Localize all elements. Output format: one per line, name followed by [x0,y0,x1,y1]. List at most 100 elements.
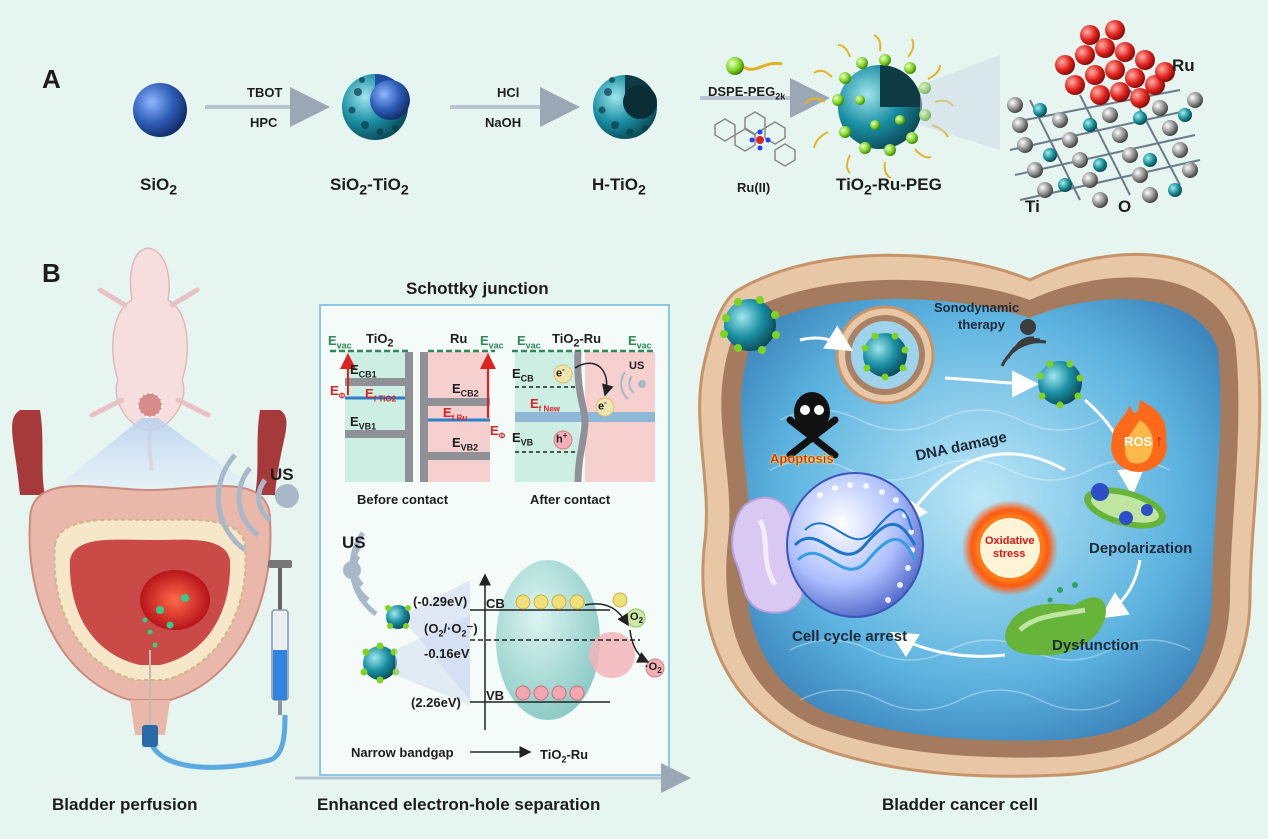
ef-tio2-text: E [365,386,374,401]
oxidative-label: Oxidative [985,535,1035,547]
h-tio2-sub: 2 [637,182,646,199]
o2-radical-text: ·O [645,661,658,673]
o2-radical-sub: 2 [657,666,662,676]
crystal-ti-label: Ti [1025,197,1040,216]
panel-b-letter: B [42,258,61,288]
ros-flame-icon [1111,400,1167,472]
evac-4-text: E [628,333,637,348]
cb-energy-label: (-0.29eV) [413,594,468,609]
ephi-1-sub: Φ [338,391,346,401]
dysfunction-arrow [889,631,1006,658]
peg-reagent-icon [726,57,783,75]
sio2-tio2-sub-1: 2 [359,182,368,199]
magnify-beam [40,418,270,500]
evb-label: EVB [512,430,533,448]
nanoparticle-outside [720,296,780,354]
syringe-illustration [268,560,292,715]
uptake-arrow [799,325,854,352]
electron-label-1: e- [556,365,565,380]
electron-2-text: e [598,400,605,413]
evac-label-2: Evac [480,333,504,351]
mouse-illustration [89,247,211,471]
ecb2-sub: CB2 [460,388,479,399]
redox-couple-label: (O2/·O2⁻) [424,621,478,639]
step3-reagent-top: DSPE-PEG2k [708,84,785,102]
ecb1-label: ECB1 [350,362,377,380]
bladder-perfusion-caption: Bladder perfusion [52,795,198,814]
hole-label: h+ [556,431,568,446]
ef-ru-label: Ef Ru [443,405,467,423]
evac-label-3: Evac [517,333,541,351]
tio2ru-band-text-b: -Ru [579,331,602,346]
crystal-structure [1007,20,1203,208]
sio2-tio2-label: SiO2-TiO2 [330,175,409,198]
electron-1-text: e [556,367,563,380]
us-band-label: US [342,533,366,552]
evb2-sub: VB2 [460,442,479,453]
skull-icon [786,392,839,459]
redox-sub-1: 2 [438,628,444,639]
ef-tio2-label: Ef TiO2 [365,386,396,404]
ef-ru-sub: f Ru [451,413,468,423]
product-sub: 2 [864,182,872,199]
evb-sub: VB [520,437,534,448]
ecb2-text: E [452,381,461,396]
crystal-ru-label: Ru [1172,56,1195,75]
narrow-product-label: TiO2-Ru [540,747,588,765]
tio2-band-label: TiO2 [366,331,393,350]
narrow-product-text-b: -Ru [566,747,589,762]
redox-sub-2: 2 [461,628,467,639]
panel-a-letter: A [42,64,61,94]
evac-2-text: E [480,333,489,348]
us-left-label: US [270,465,294,484]
evac-label-1: Evac [328,333,352,351]
cell-cycle-arrest-label: Cell cycle arrest [792,628,908,645]
mitochondrion-healthy [1084,483,1166,529]
schottky-title: Schottky junction [406,279,549,298]
step1-reagent-bottom: HPC [250,115,278,130]
oxidative-stress-burst [962,500,1058,596]
tio2-band-sub: 2 [387,337,394,350]
sio2-label: SiO2 [140,175,177,198]
ef-ru-text: E [443,405,452,420]
band-diagram [343,531,665,758]
bladder-cancer-cell-caption: Bladder cancer cell [882,795,1038,814]
depol-arrow [1100,559,1142,619]
sonodynamic-label: Sonodynamic [934,300,1020,315]
step2-reagent-bottom: NaOH [485,115,522,130]
tio2-ru-band-label: TiO2-Ru [552,331,601,350]
evb1-sub: VB1 [358,421,377,432]
evac-label-4: Evac [628,333,652,351]
redox-part-2: /·O [443,621,462,636]
us-small-label: US [629,360,645,372]
apoptosis-label: Apoptosis [770,451,834,466]
o2-text: O [630,611,639,623]
evac-3-sub: vac [525,340,541,351]
evac-4-sub: vac [636,340,652,351]
ephi-2-text: E [490,423,499,438]
evb2-label: EVB2 [452,435,478,453]
ros-up-arrow-icon: ↑ [1155,433,1164,450]
us-waves-cell-icon [1000,319,1047,367]
ecb2-label: ECB2 [452,381,479,399]
ef-new-text: E [530,396,539,411]
ru-complex-molecule [714,111,796,167]
peg-sub: 2k [775,91,786,102]
evb-text: E [512,430,521,445]
step1-reagent-top: TBOT [247,85,283,100]
evac-3-text: E [517,333,526,348]
sio2-tio2-part-b: -TiO [367,175,401,194]
cb-label: CB [486,596,505,611]
evb1-text: E [350,414,359,429]
narrow-bandgap-label: Narrow bandgap [351,745,454,760]
ecb1-sub: CB1 [358,369,377,380]
sio2-sphere [133,83,187,137]
before-contact-caption: Before contact [357,492,449,507]
redox-part-3: ⁻) [466,621,478,636]
ecb-sub: CB [520,373,534,384]
evb1-label: EVB1 [350,414,376,432]
redox-energy-label: -0.16eV [424,646,470,661]
ru-band-label: Ru [450,331,468,346]
